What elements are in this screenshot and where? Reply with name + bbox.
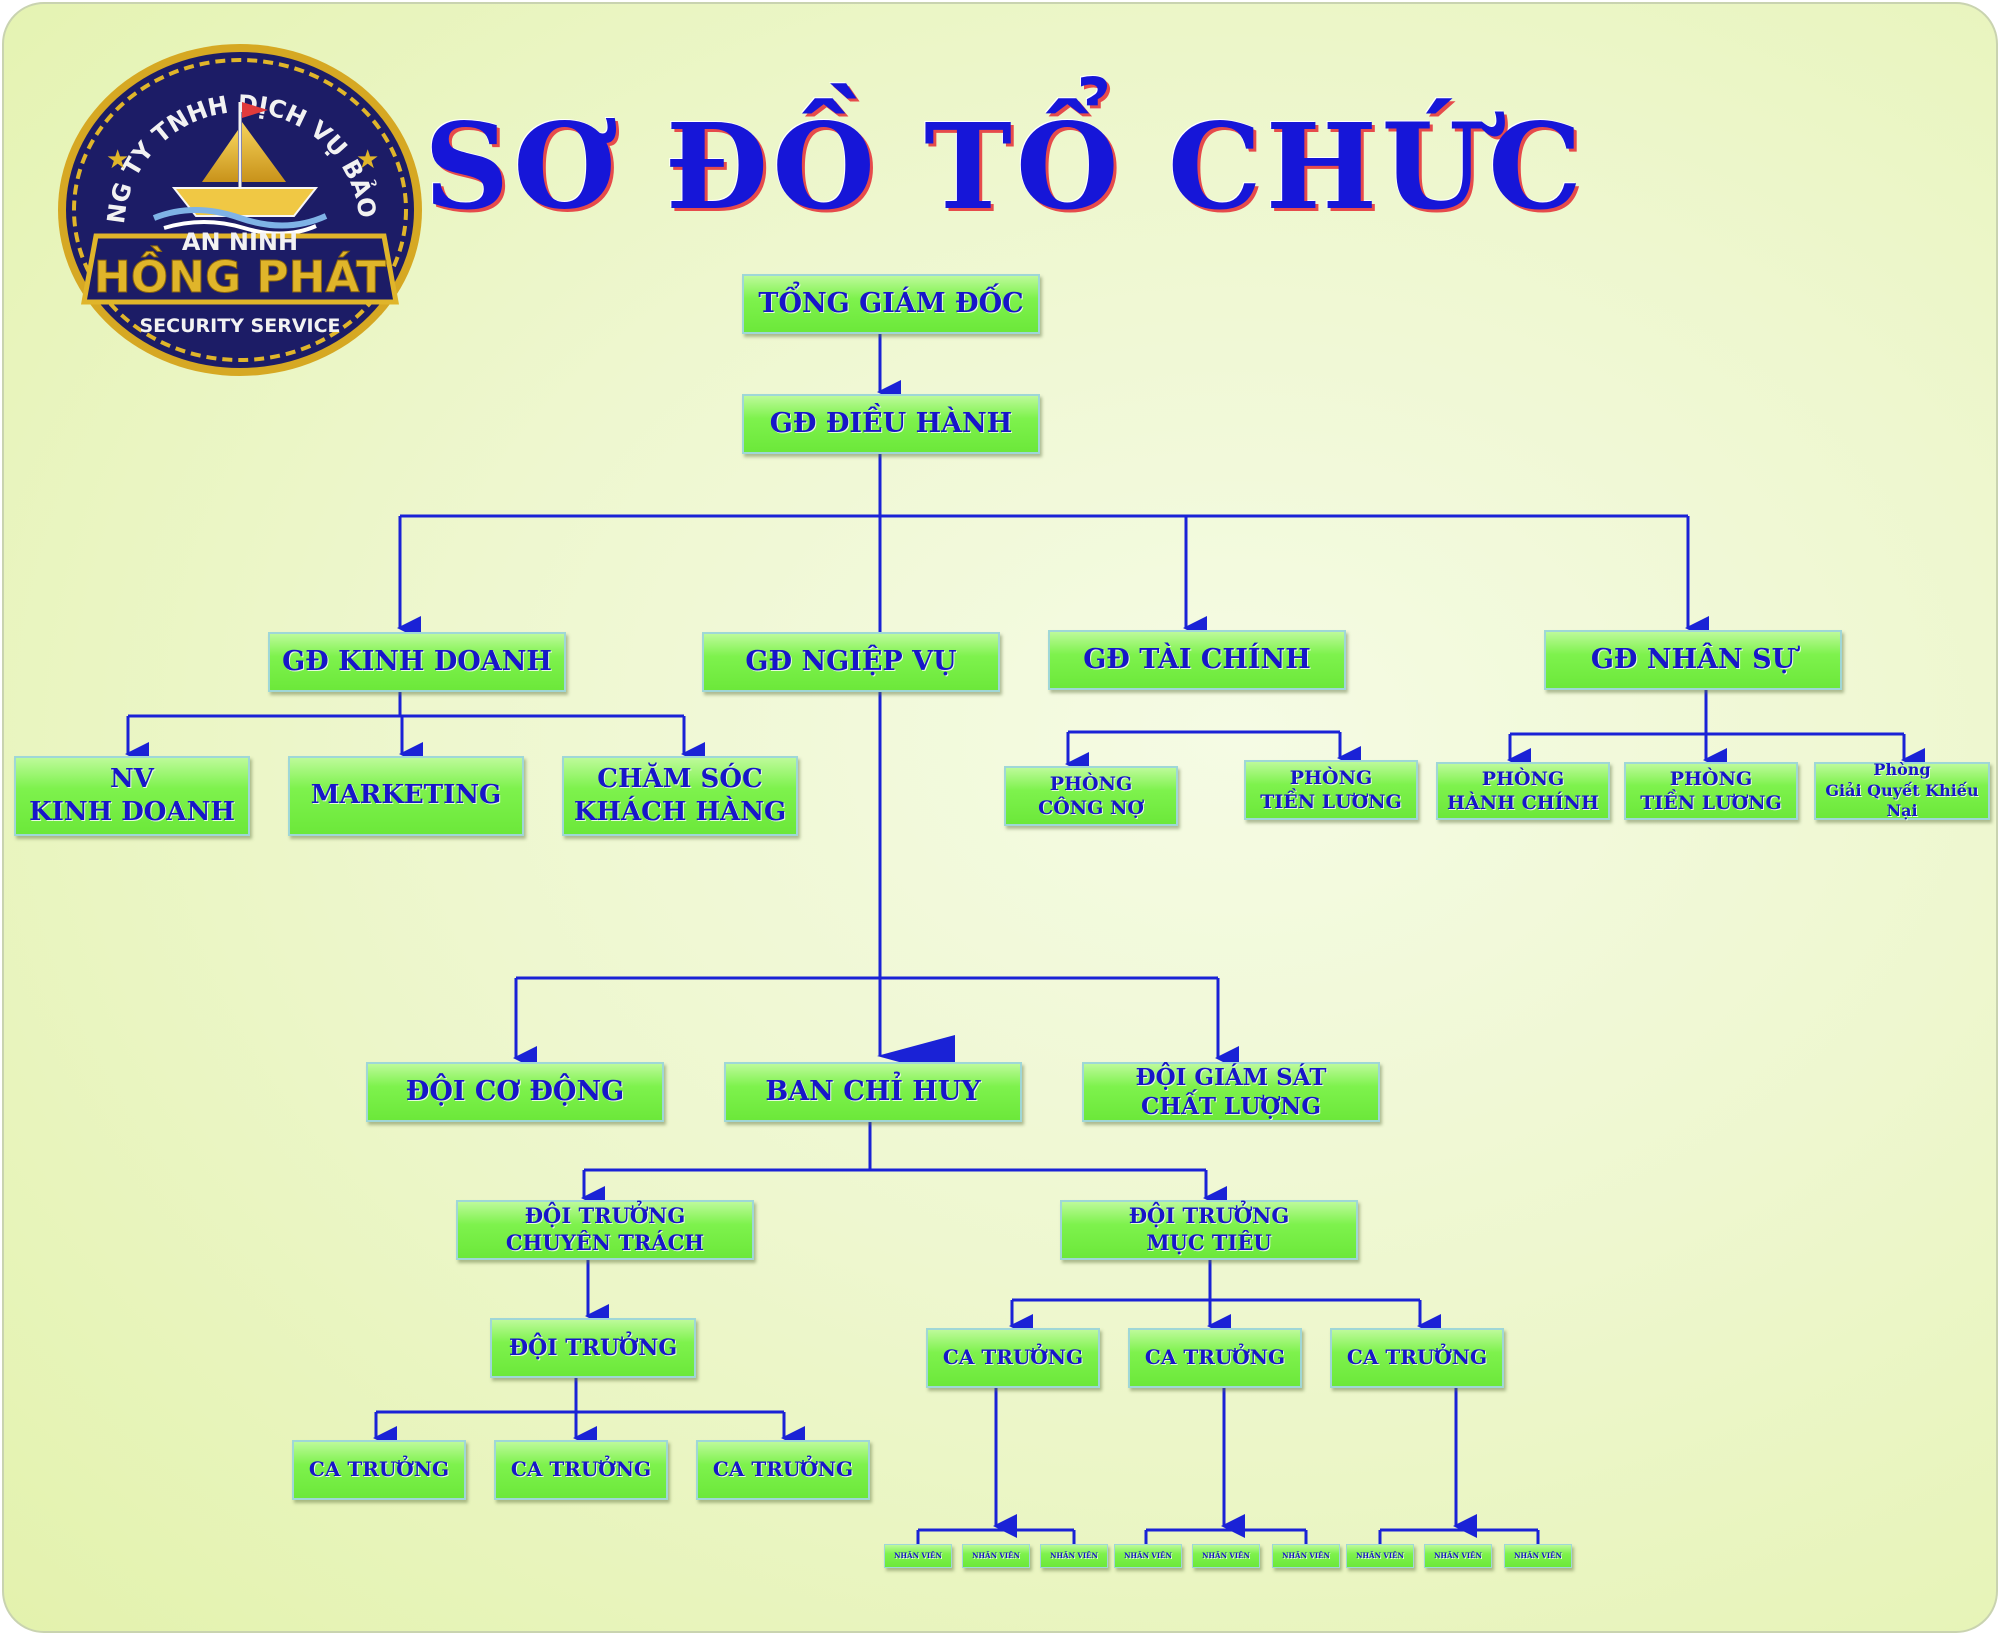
company-logo: CÔNG TY TNHH DỊCH VỤ BẢO VỆ ★ ★ AN NINH …: [54, 40, 422, 376]
node-ca-truong: CA TRƯỞNG: [926, 1328, 1100, 1388]
node-doi-giam-sat-chat-luong: ĐỘI GIÁM SÁT CHẤT LƯỢNG: [1082, 1062, 1380, 1122]
node-nhan-vien: NHÂN VIÊN: [1040, 1544, 1108, 1568]
node-doi-truong-muc-tieu: ĐỘI TRƯỞNG MỤC TIÊU: [1060, 1200, 1358, 1260]
node-gd-nghiep-vu: GĐ NGIỆP VỤ: [702, 632, 1000, 692]
node-cham-soc-khach-hang: CHĂM SÓC KHÁCH HÀNG: [562, 756, 798, 836]
node-ca-truong: CA TRƯỞNG: [494, 1440, 668, 1500]
node-doi-truong: ĐỘI TRƯỞNG: [490, 1318, 696, 1378]
node-tong-giam-doc: TỔNG GIÁM ĐỐC: [742, 274, 1040, 334]
ship-icon: [152, 102, 328, 236]
node-phong-cong-no: PHÒNG CÔNG NỢ: [1004, 766, 1178, 826]
node-ca-truong: CA TRƯỞNG: [1128, 1328, 1302, 1388]
node-gd-nhan-su: GĐ NHÂN SỰ: [1544, 630, 1842, 690]
node-nhan-vien: NHÂN VIÊN: [1114, 1544, 1182, 1568]
node-ca-truong: CA TRƯỞNG: [1330, 1328, 1504, 1388]
node-ban-chi-huy: BAN CHỈ HUY: [724, 1062, 1022, 1122]
node-marketing: MARKETING: [288, 756, 524, 836]
node-doi-truong-chuyen-trach: ĐỘI TRƯỞNG CHUYÊN TRÁCH: [456, 1200, 754, 1260]
node-phong-tien-luong-tai-chinh: PHÒNG TIỀN LƯƠNG: [1244, 760, 1418, 820]
page-title: SƠ ĐỒ TỔ CHỨC: [424, 97, 1586, 236]
logo-ribbon-main: HỒNG PHÁT: [94, 245, 386, 303]
node-nhan-vien: NHÂN VIÊN: [962, 1544, 1030, 1568]
node-nhan-vien: NHÂN VIÊN: [1192, 1544, 1260, 1568]
node-ca-truong: CA TRƯỞNG: [696, 1440, 870, 1500]
node-nhan-vien: NHÂN VIÊN: [1346, 1544, 1414, 1568]
star-icon: ★: [106, 145, 129, 175]
node-doi-co-dong: ĐỘI CƠ ĐỘNG: [366, 1062, 664, 1122]
node-phong-giai-quyet-khieu-nai: Phòng Giải Quyết Khiếu Nại: [1814, 760, 1990, 820]
node-ca-truong: CA TRƯỞNG: [292, 1440, 466, 1500]
logo-ribbon-top: AN NINH: [182, 228, 298, 256]
node-nhan-vien: NHÂN VIÊN: [1424, 1544, 1492, 1568]
logo-bottom-text: SECURITY SERVICE: [139, 315, 340, 337]
star-icon: ★: [356, 145, 379, 175]
node-gd-dieu-hanh: GĐ ĐIỀU HÀNH: [742, 394, 1040, 454]
node-phong-tien-luong-nhan-su: PHÒNG TIỀN LƯƠNG: [1624, 762, 1798, 820]
node-nv-kinh-doanh: NV KINH DOANH: [14, 756, 250, 836]
node-nhan-vien: NHÂN VIÊN: [1272, 1544, 1340, 1568]
connector-lines: [125, 334, 1925, 1544]
node-gd-kinh-doanh: GĐ KINH DOANH: [268, 632, 566, 692]
node-gd-tai-chinh: GĐ TÀI CHÍNH: [1048, 630, 1346, 690]
node-nhan-vien: NHÂN VIÊN: [1504, 1544, 1572, 1568]
node-phong-hanh-chinh: PHÒNG HÀNH CHÍNH: [1436, 762, 1610, 820]
node-nhan-vien: NHÂN VIÊN: [884, 1544, 952, 1568]
